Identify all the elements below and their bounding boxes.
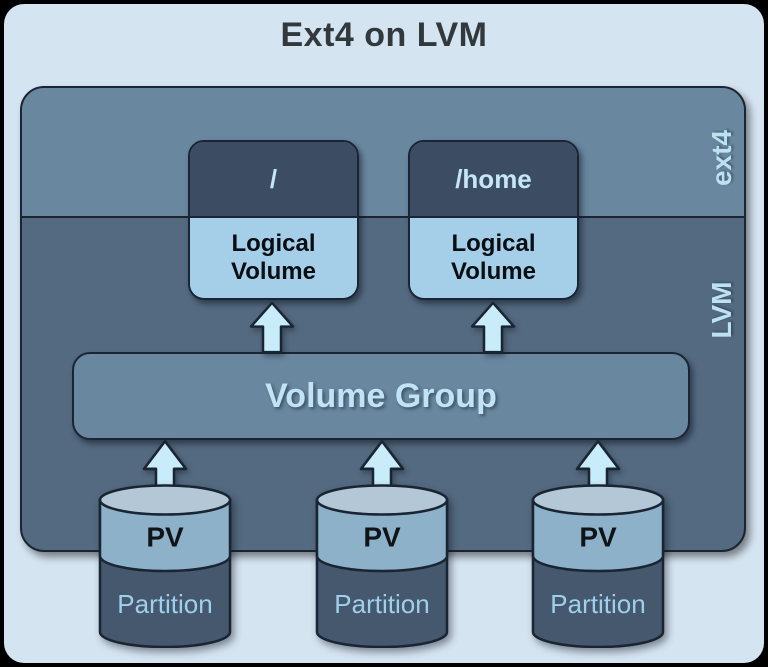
partition-label: Partition [117,589,212,619]
volume-group-label: Volume Group [265,376,497,415]
logical-volume-home: /home Logical Volume [408,140,579,300]
physical-volume-cylinder: PV Partition [315,484,449,648]
physical-volume-cylinder: PV Partition [531,484,665,648]
lvm-container-box [20,86,746,552]
mount-point-root: / [190,142,357,218]
ext4-layer-strip [22,88,744,218]
pv-label: PV [579,522,617,553]
logical-volume-label: Logical Volume [410,218,577,298]
lvm-layer-label: LVM [706,281,737,339]
logical-volume-root: / Logical Volume [188,140,359,300]
arrow-up-icon [470,301,516,354]
partition-label: Partition [334,589,429,619]
pv-label: PV [363,522,401,553]
pv-label: PV [146,522,184,553]
logical-volume-label: Logical Volume [190,218,357,298]
volume-group-box: Volume Group [72,352,690,440]
ext4-layer-label: ext4 [706,129,737,187]
physical-volume-cylinder: PV Partition [98,484,232,648]
partition-label: Partition [550,589,645,619]
arrow-up-icon [249,301,295,354]
diagram-title: Ext4 on LVM [280,16,488,54]
mount-point-home: /home [410,142,577,218]
